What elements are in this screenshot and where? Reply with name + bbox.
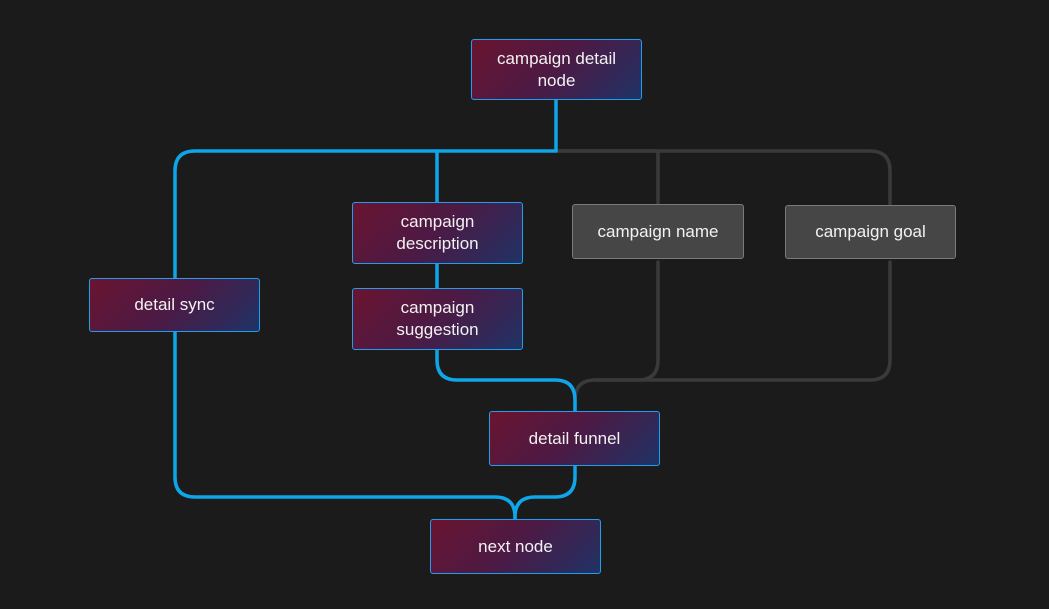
edge-campaign-goal-to-detail-funnel xyxy=(593,260,892,382)
node-label: campaign goal xyxy=(815,222,926,241)
edge-detail-node-to-campaign-name xyxy=(554,149,660,207)
edge-campaign-suggestion-to-detail-funnel xyxy=(435,347,577,414)
node-campaign-name[interactable]: campaign name xyxy=(572,204,744,259)
node-detail-funnel[interactable]: detail funnel xyxy=(489,411,660,466)
edge-campaign-name-to-detail-funnel xyxy=(573,260,660,414)
edge-detail-node-to-detail-sync xyxy=(173,98,558,281)
node-label: detail sync xyxy=(134,295,215,314)
node-label: campaign name xyxy=(597,221,719,241)
edge-detail-sync-to-next-node xyxy=(173,329,517,522)
node-next-node[interactable]: next node xyxy=(430,519,601,574)
node-label: next node xyxy=(478,536,553,556)
node-campaign-goal[interactable]: campaign goal xyxy=(785,205,956,259)
node-label: detail funnel xyxy=(528,428,621,448)
edge-detail-funnel-to-next-node xyxy=(513,463,577,519)
edge-detail-node-to-campaign-goal xyxy=(554,149,892,208)
node-detail-sync[interactable]: detail sync xyxy=(89,278,260,332)
